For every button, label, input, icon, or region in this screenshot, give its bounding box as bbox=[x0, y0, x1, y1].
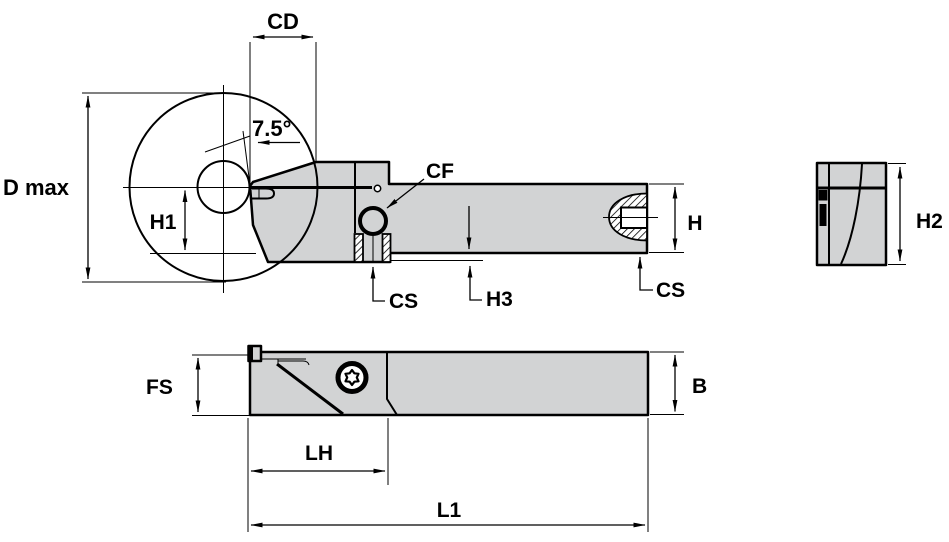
dim-label-h1: H1 bbox=[150, 211, 177, 234]
insert-tip-edge bbox=[249, 347, 253, 360]
angle-line bbox=[242, 130, 251, 186]
dim-label-cd: CD bbox=[267, 9, 299, 34]
end-view-body bbox=[815, 161, 888, 267]
dim-label-b: B bbox=[692, 375, 707, 398]
pin-hole bbox=[373, 184, 382, 193]
dim-label-cf: CF bbox=[426, 160, 454, 183]
screw-boss-left bbox=[353, 233, 364, 263]
holder-body-plan bbox=[248, 350, 650, 417]
dim-label-angle: 7.5° bbox=[252, 116, 291, 141]
dim-label-l1: L1 bbox=[437, 499, 462, 522]
dim-label-dmax: D max bbox=[3, 175, 70, 200]
end-view-insert-section bbox=[818, 190, 828, 201]
cs-end-leader bbox=[637, 256, 653, 291]
end-view-clamp-bar bbox=[819, 204, 827, 226]
bore-circle bbox=[196, 160, 251, 214]
cf-leader bbox=[386, 178, 425, 209]
cs-front-leader bbox=[370, 266, 385, 302]
side-view-dimensions: CD 7.5° D max H1 CF H CS H3 CS bbox=[3, 9, 703, 313]
screw-boss-right bbox=[381, 233, 392, 263]
side-view bbox=[123, 85, 658, 293]
dim-label-cs-front: CS bbox=[389, 290, 418, 313]
plan-joint-line bbox=[386, 352, 398, 416]
end-view: H2 bbox=[815, 161, 943, 267]
insert-slot bbox=[252, 187, 276, 200]
dim-label-h: H bbox=[687, 212, 702, 235]
end-view-curve bbox=[840, 163, 863, 265]
plan-view: FS B LH L1 bbox=[146, 344, 707, 532]
dim-label-cs-end: CS bbox=[656, 279, 685, 302]
dim-label-h2: H2 bbox=[916, 210, 943, 233]
dim-label-fs: FS bbox=[146, 376, 173, 399]
dim-label-h3: H3 bbox=[486, 288, 513, 311]
clamp-screw-circle bbox=[358, 206, 388, 236]
dim-label-lh: LH bbox=[305, 442, 333, 465]
angle-ref-line bbox=[204, 135, 251, 153]
torx-screw-icon bbox=[335, 361, 369, 394]
pocket-slope bbox=[276, 362, 344, 416]
h3-arrow-up bbox=[467, 265, 482, 301]
